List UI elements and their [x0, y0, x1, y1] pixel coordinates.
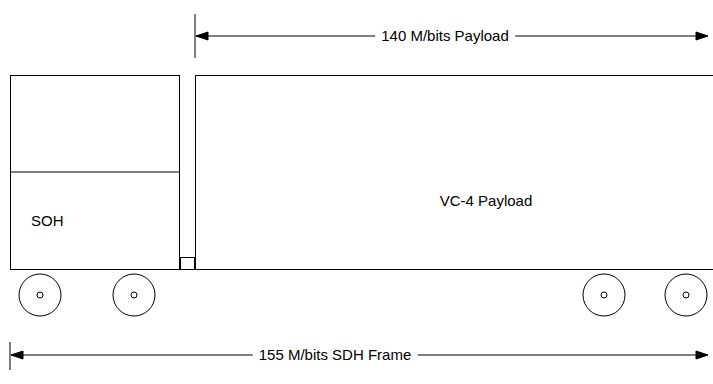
- payload-dimension: [195, 14, 708, 58]
- box-label: VC-4 Payload: [440, 192, 533, 210]
- wheels: [19, 274, 707, 316]
- arrowhead: [196, 32, 208, 40]
- cab-divider: [10, 172, 180, 173]
- dimension-label: 140 M/bits Payload: [375, 27, 515, 45]
- wheel: [583, 274, 625, 316]
- wheel-hub: [601, 292, 607, 298]
- arrowhead: [11, 351, 23, 359]
- coupler: [181, 258, 195, 270]
- wheel-hub: [131, 292, 137, 298]
- wheel: [19, 274, 61, 316]
- box-label: SOH: [31, 212, 64, 230]
- frame-dimension: [10, 342, 708, 370]
- arrowhead: [696, 32, 708, 40]
- wheel-hub: [683, 292, 689, 298]
- soh-cab: SOH: [10, 75, 180, 270]
- wheel: [665, 274, 707, 316]
- dimension-tick: [10, 342, 11, 370]
- payload-trailer: VC-4 Payload: [195, 75, 713, 270]
- dimension-label: 155 M/bits SDH Frame: [253, 346, 418, 364]
- wheel-hub: [37, 292, 43, 298]
- arrowhead: [696, 351, 708, 359]
- wheel: [113, 274, 155, 316]
